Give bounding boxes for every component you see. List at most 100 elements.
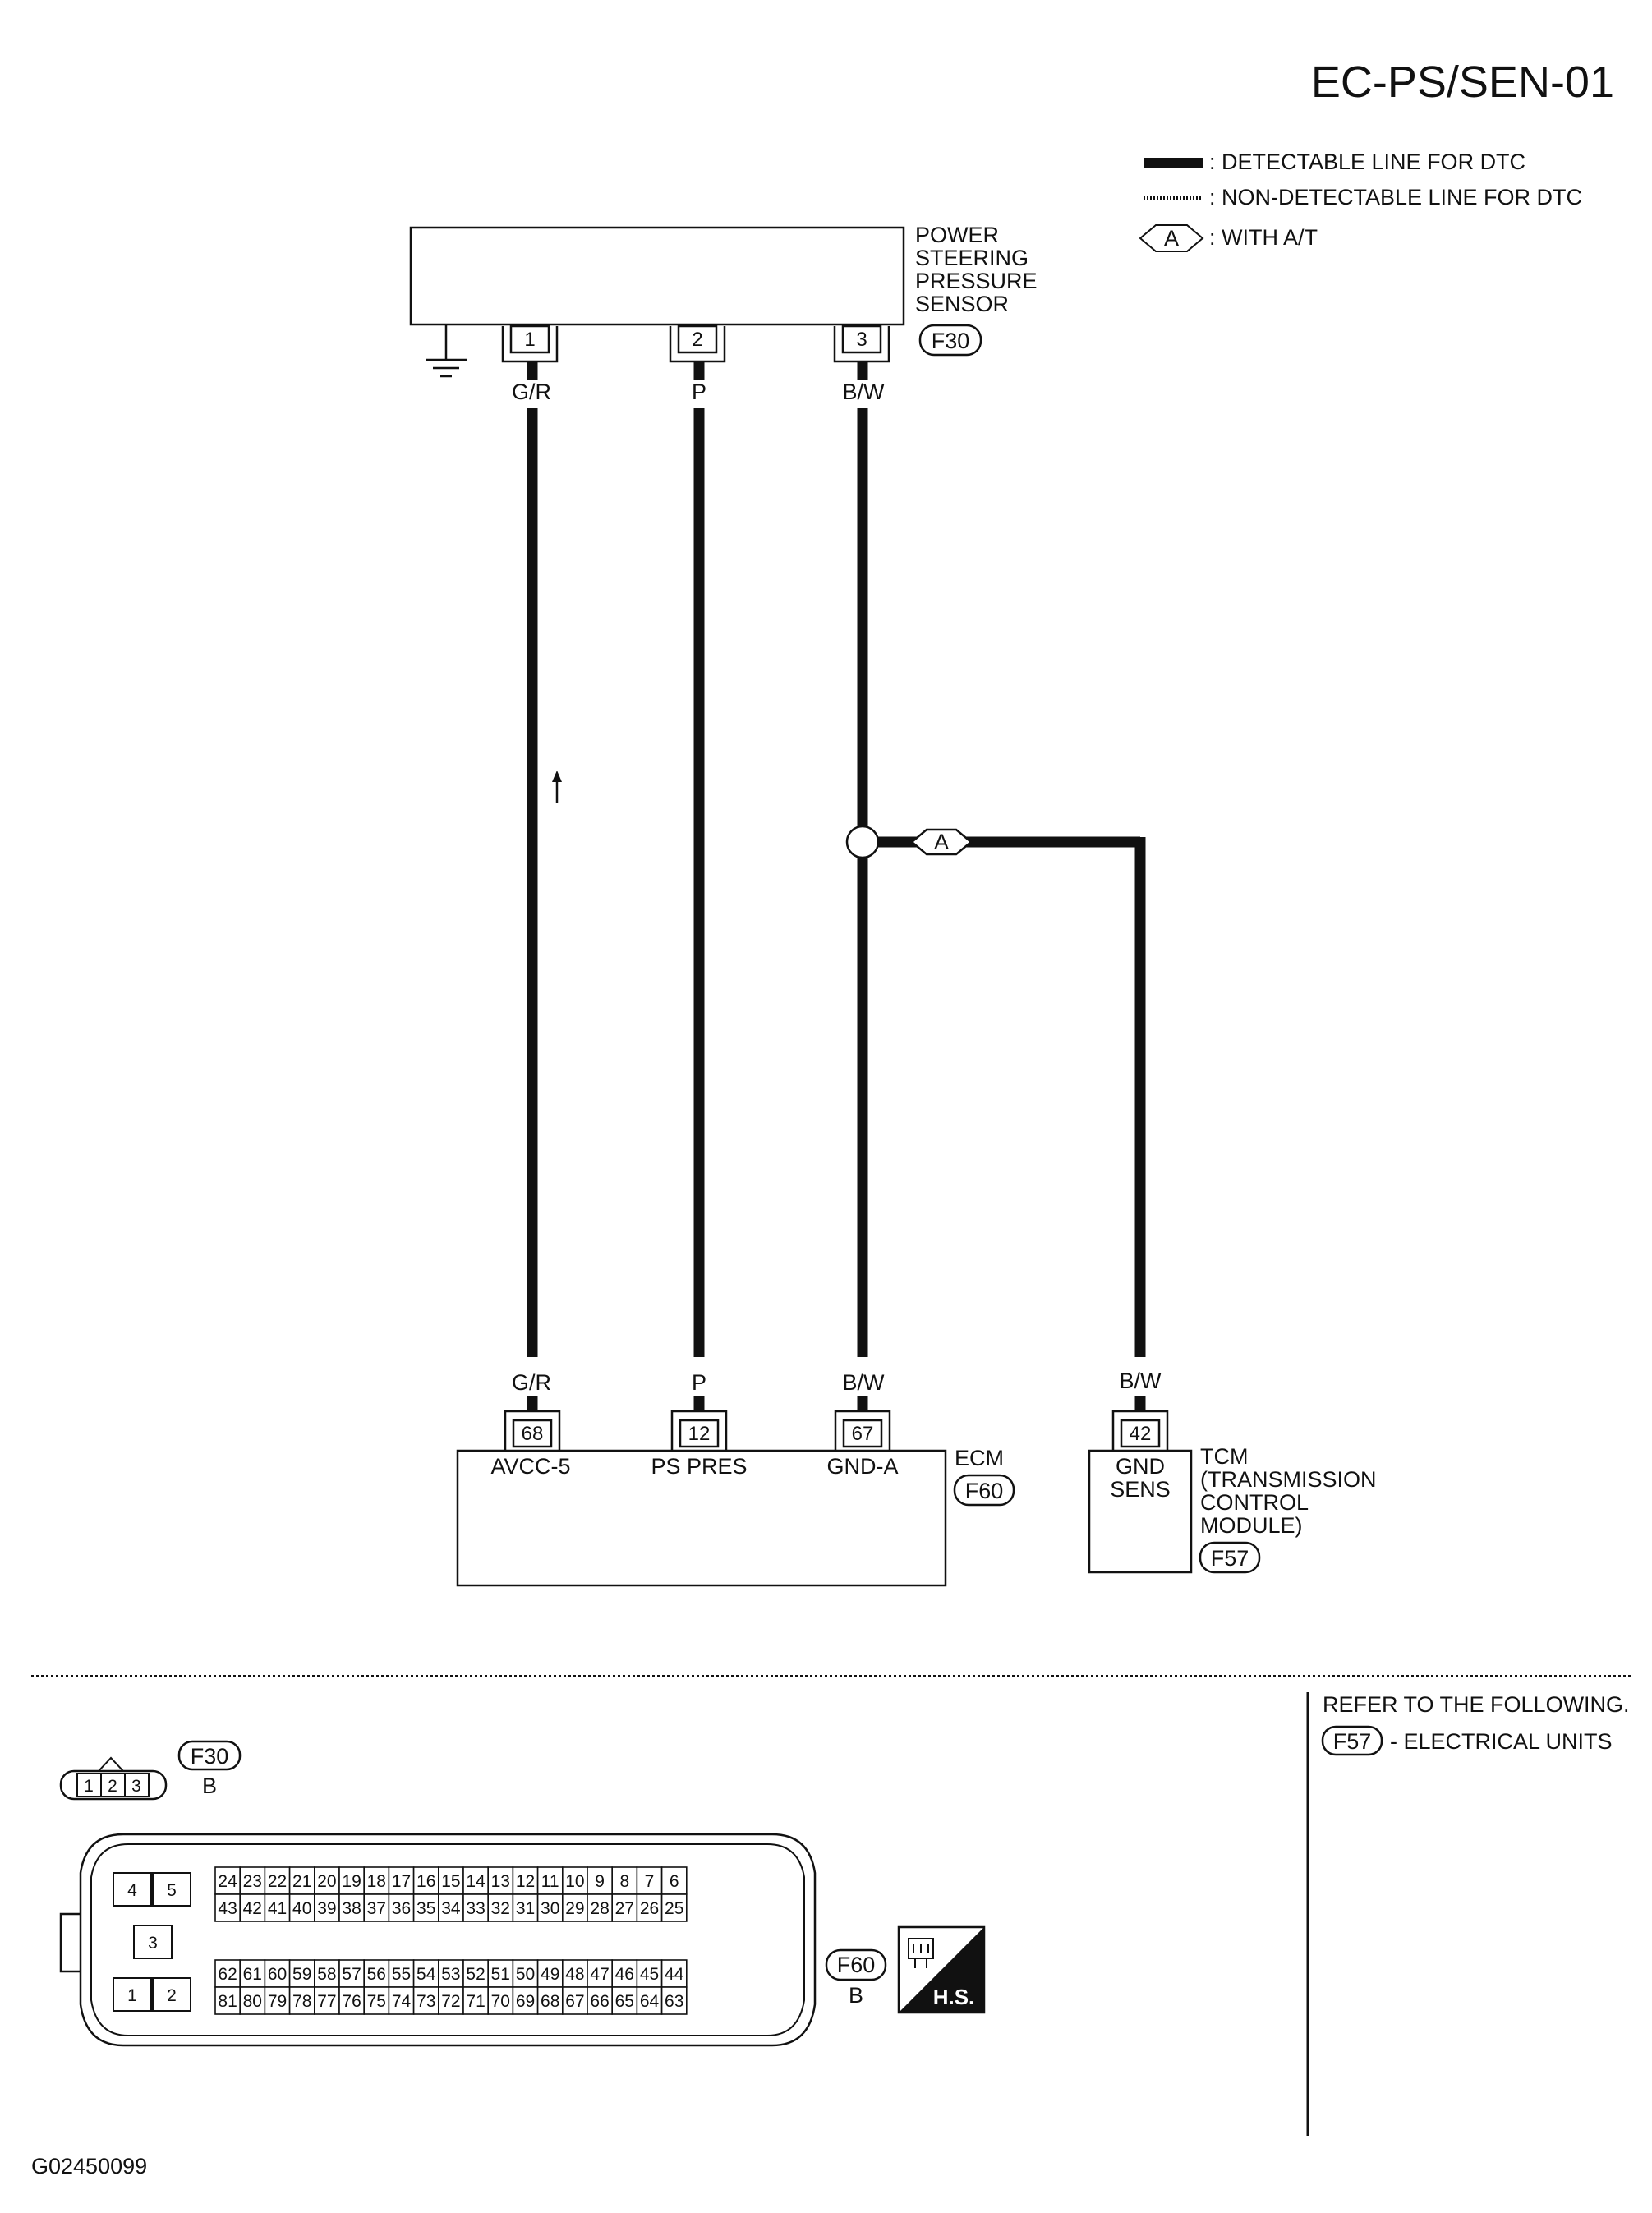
f60-pin-cell <box>363 1986 390 2015</box>
f60-pin-cell <box>388 1986 415 2015</box>
f60-pin-number: 53 <box>441 1965 460 1984</box>
f60-color: B <box>849 1983 863 2008</box>
ecm-body <box>456 1449 947 1587</box>
f60-pin-number: 72 <box>441 1992 460 2011</box>
f60-pin-number: 46 <box>615 1965 634 1984</box>
f60-pin-cell <box>660 1893 688 1922</box>
f60-pin-number: 68 <box>541 1992 559 2011</box>
f60-pin-number: 13 <box>491 1872 510 1891</box>
sensor-connector-tag <box>918 324 982 357</box>
f60-pin-number: 52 <box>466 1965 485 1984</box>
f60-pin-number: 27 <box>615 1899 634 1918</box>
f60-pin-number: 77 <box>317 1992 336 2011</box>
legend: : DETECTABLE LINE FOR DTC : NON-DETECTAB… <box>1139 150 1582 252</box>
f60-pin-cell <box>512 1893 539 1922</box>
f60-pin-cell <box>660 1959 688 1988</box>
f60-pin-number: 73 <box>416 1992 435 2011</box>
refer-connector-id: F57 <box>1333 1729 1372 1754</box>
f60-pin-cell <box>388 1893 415 1922</box>
legend-non-detectable-text: : NON-DETECTABLE LINE FOR DTC <box>1209 185 1582 209</box>
wire-stubs-bottom <box>527 1396 1146 1411</box>
f60-pin-cell <box>536 1893 564 1922</box>
f60-pin-cell <box>636 1986 663 2015</box>
tcm-pin-number: 42 <box>1130 1423 1152 1445</box>
f60-housing-inner <box>90 1843 805 2036</box>
f60-pin-number: 26 <box>640 1899 659 1918</box>
f60-pin-number: 48 <box>565 1965 584 1984</box>
f60-pin-number: 42 <box>243 1899 262 1918</box>
refer-text: - ELECTRICAL UNITS <box>1390 1729 1613 1754</box>
f60-pin-number: 56 <box>367 1965 386 1984</box>
f60-pin-number: 50 <box>516 1965 535 1984</box>
f60-pin-cell <box>611 1959 638 1988</box>
f60-aux-pin: 4 <box>127 1881 137 1900</box>
sensor-pin-number: 3 <box>856 329 867 351</box>
wires <box>527 361 1146 1357</box>
splice-point <box>845 825 880 859</box>
f60-pin-cell <box>561 1893 588 1922</box>
f60-pin-number: 64 <box>640 1992 660 2011</box>
option-a-letter: A <box>934 830 949 854</box>
f60-pin-number: 22 <box>268 1872 287 1891</box>
sensor-name-line-1: POWER <box>915 223 999 247</box>
ecm-connector-id: F60 <box>965 1479 1004 1503</box>
f60-pin-number: 61 <box>243 1965 262 1984</box>
f60-pin-number: 35 <box>416 1899 435 1918</box>
wire-color-top-1: G/R <box>512 380 551 404</box>
f60-pin-number: 79 <box>268 1992 287 2011</box>
f60-pin-number: 25 <box>665 1899 683 1918</box>
f60-aux-pin: 1 <box>127 1986 137 2005</box>
f60-pin-cell <box>288 1986 315 2015</box>
wire-color-bottom-4: B/W <box>1120 1369 1162 1393</box>
sensor-pin-1: 1 <box>501 324 559 363</box>
ecm-pin-number: 68 <box>522 1423 544 1445</box>
tcm-pin-label-line-2: SENS <box>1110 1477 1171 1502</box>
f60-pin-cell <box>462 1986 490 2015</box>
f60-pin-cell <box>214 1959 242 1988</box>
f60-pin-number: 40 <box>292 1899 311 1918</box>
f60-pin-number: 7 <box>645 1872 655 1891</box>
sensor-pin-2: 2 <box>669 324 726 363</box>
connector-housing-icon <box>908 1938 934 1968</box>
f60-pin-number: 20 <box>317 1872 336 1891</box>
f60-pin-cell <box>462 1866 490 1895</box>
f60-pin-number: 29 <box>565 1899 584 1918</box>
ps-pressure-sensor: POWER STEERING PRESSURE SENSOR F30 <box>409 223 1038 378</box>
f60-pin-number: 15 <box>441 1872 460 1891</box>
f30-id: F30 <box>191 1744 229 1769</box>
sensor-pin-3: 3 <box>833 324 890 363</box>
tcm: GND SENS TCM (TRANSMISSION CONTROL MODUL… <box>1088 1444 1377 1574</box>
f60-pin-number: 63 <box>665 1992 683 2011</box>
f60-pin-number: 18 <box>367 1872 386 1891</box>
option-a-marker <box>910 828 973 856</box>
f60-aux-pin: 2 <box>167 1986 177 2005</box>
f60-pin-number: 39 <box>317 1899 336 1918</box>
sensor-name-line-2: STEERING <box>915 246 1028 270</box>
f60-pin-number: 6 <box>670 1872 679 1891</box>
wire-color-bottom-2: P <box>692 1370 706 1395</box>
f60-pin-number: 55 <box>392 1965 411 1984</box>
wire-color-top-3: B/W <box>843 380 886 404</box>
legend-option-letter: A <box>1164 226 1179 251</box>
f60-pin-number: 17 <box>392 1872 411 1891</box>
f30-color: B <box>202 1774 217 1798</box>
f60-pin-cell <box>288 1893 315 1922</box>
f60-pin-cell <box>338 1866 366 1895</box>
ecm-pin-12: 12 <box>670 1410 728 1451</box>
f60-pin-number: 32 <box>491 1899 510 1918</box>
arrow-up-icon <box>552 771 562 803</box>
f60-pin-number: 19 <box>342 1872 361 1891</box>
hs-badge: H.S. <box>897 1925 986 2014</box>
f60-pin-cell <box>487 1893 514 1922</box>
f60-pin-number: 51 <box>491 1965 510 1984</box>
f60-pin-number: 45 <box>640 1965 659 1984</box>
f60-pin-number: 23 <box>243 1872 262 1891</box>
f60-pin-cell <box>587 1893 614 1922</box>
legend-option-text: : WITH A/T <box>1209 225 1318 250</box>
f60-pin-number: 41 <box>268 1899 287 1918</box>
f60-pin-cell <box>462 1893 490 1922</box>
tcm-name-line-4: MODULE) <box>1200 1513 1303 1538</box>
f60-pin-number: 62 <box>218 1965 237 1984</box>
f60-pin-cell <box>487 1986 514 2015</box>
